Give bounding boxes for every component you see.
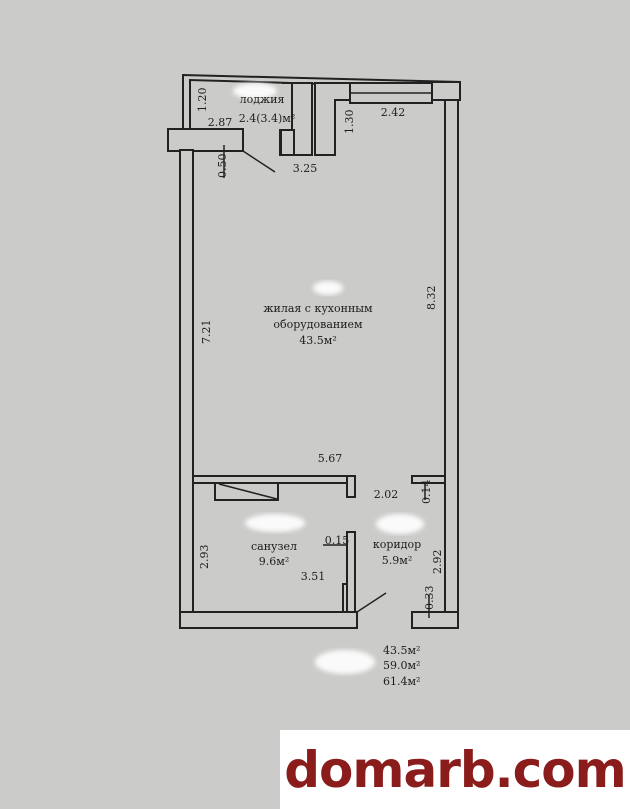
total-living-area: 43.5м² xyxy=(383,644,420,657)
watermark-text: domarb.com xyxy=(284,740,627,799)
dim-5-67: 5.67 xyxy=(318,452,343,465)
living-name-1: жилая с кухонным xyxy=(263,302,373,315)
dim-1-30: 1.30 xyxy=(343,110,356,135)
dim-7-21: 7.21 xyxy=(200,320,213,345)
total-area: 59.0м² xyxy=(383,659,420,672)
corridor-name: коридор xyxy=(373,538,421,551)
dim-3-25: 3.25 xyxy=(293,162,318,175)
dim-2-02: 2.02 xyxy=(374,488,399,501)
dim-0-33: 0.33 xyxy=(423,586,436,611)
dim-0-50: 0.50 xyxy=(216,154,229,179)
dim-2-42: 2.42 xyxy=(381,106,406,119)
dim-0-15: 0.15 xyxy=(325,534,350,547)
total-area-with-loggia: 61.4м² xyxy=(383,675,420,688)
bathroom-name: санузел xyxy=(251,540,297,553)
dim-loggia-depth: 1.20 xyxy=(196,88,209,113)
dim-8-32: 8.32 xyxy=(425,286,438,311)
dim-2-92: 2.92 xyxy=(431,550,444,575)
loggia-name: лоджия xyxy=(240,93,285,106)
bathroom-area: 9.6м² xyxy=(259,555,289,568)
dim-0-14: 0.14 xyxy=(420,480,433,505)
living-name-2: оборудованием xyxy=(273,318,363,331)
watermark: domarb.com xyxy=(280,730,630,809)
loggia-area: 2.4(3.4)м² xyxy=(239,112,296,125)
apartment-walls xyxy=(179,81,461,629)
dim-3-51: 3.51 xyxy=(301,570,326,583)
living-area: 43.5м² xyxy=(299,334,336,347)
dim-loggia-width: 2.87 xyxy=(208,116,233,129)
dim-2-93: 2.93 xyxy=(198,545,211,570)
redacted-patches xyxy=(233,83,424,674)
corridor-area: 5.9м² xyxy=(382,554,412,567)
